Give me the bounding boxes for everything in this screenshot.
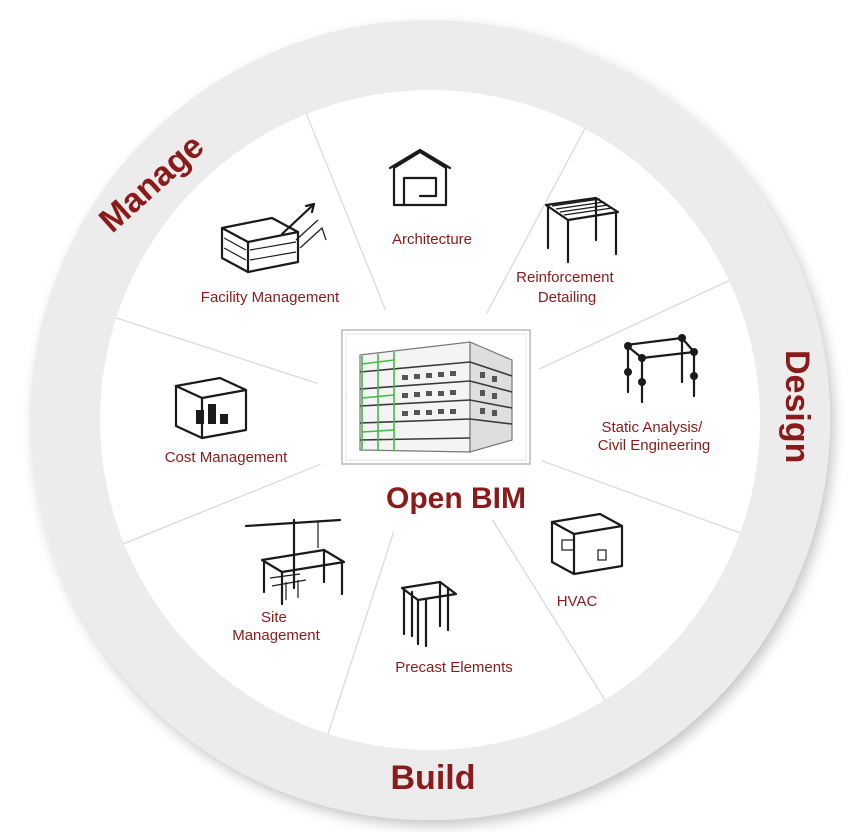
phase-label-design: Design xyxy=(778,350,816,463)
segment-label-site-management: Site Management xyxy=(232,609,320,644)
segment-static-analysis: Static Analysis/ Civil Engineering xyxy=(598,334,711,454)
segment-precast-elements: Precast Elements xyxy=(395,580,513,676)
segment-label-architecture: Architecture xyxy=(392,231,472,248)
segment-site-management: Site Management xyxy=(232,518,346,644)
segment-dividers xyxy=(115,113,741,735)
segment-divider xyxy=(305,113,387,311)
rebar-frame-icon xyxy=(544,196,620,264)
facility-building-icon xyxy=(220,202,327,274)
segment-divider xyxy=(123,463,321,545)
precast-frame-icon xyxy=(400,580,458,648)
segment-divider xyxy=(536,279,730,371)
segment-hvac: HVAC xyxy=(550,512,624,610)
center-label: Open BIM xyxy=(386,482,526,515)
structural-frame-icon xyxy=(624,334,698,404)
crane-site-icon xyxy=(244,518,346,606)
building-photo xyxy=(341,329,531,465)
segment-divider xyxy=(491,519,606,701)
phase-label-build: Build xyxy=(391,759,476,797)
segment-divider xyxy=(327,531,395,735)
segment-divider xyxy=(484,128,586,317)
segment-divider xyxy=(115,317,319,385)
segment-label-hvac: HVAC xyxy=(557,593,598,610)
segment-architecture: Architecture xyxy=(388,148,472,248)
segment-divider xyxy=(540,459,741,534)
hvac-room-icon xyxy=(550,512,624,576)
house-icon xyxy=(388,148,452,207)
segment-label-reinforcement-detailing: Reinforcement Detailing xyxy=(516,269,618,306)
segment-facility-management: Facility Management xyxy=(201,202,340,306)
segment-reinforcement-detailing: Reinforcement Detailing xyxy=(516,196,620,306)
cost-room-icon xyxy=(174,376,248,440)
segment-label-cost-management: Cost Management xyxy=(165,449,288,466)
segment-label-facility-management: Facility Management xyxy=(201,289,340,306)
segment-label-static-analysis: Static Analysis/ Civil Engineering xyxy=(598,419,711,454)
segment-label-precast-elements: Precast Elements xyxy=(395,659,513,676)
segment-cost-management: Cost Management xyxy=(165,376,288,466)
